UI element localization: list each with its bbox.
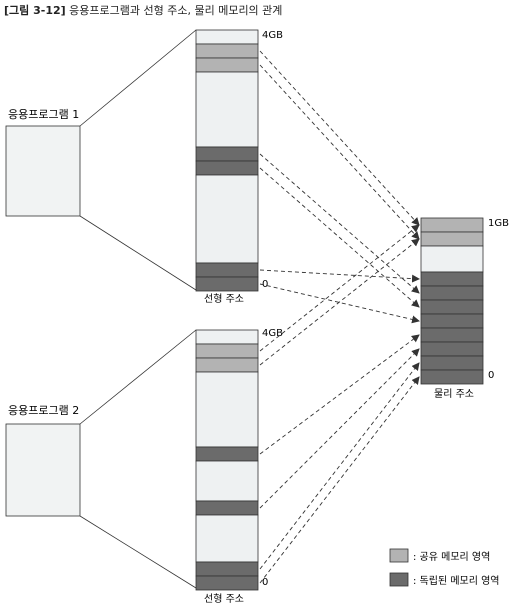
- app2-private-arrow: [259, 334, 420, 455]
- app2-projection-top: [79, 329, 197, 425]
- app1-projection-bottom: [79, 215, 197, 291]
- legend-shared-label: : 공유 메모리 영역: [413, 551, 490, 563]
- app2-private-arrow: [259, 348, 420, 509]
- app1-block-private: [195, 262, 259, 278]
- app2-top-label: 4GB: [262, 328, 283, 339]
- phys-block-private: [420, 369, 484, 385]
- physical-group: 1GB 0 물리 주소: [420, 217, 509, 400]
- app1-block-private: [195, 276, 259, 292]
- app1-private-arrow: [259, 283, 420, 324]
- app1-block-free: [195, 29, 259, 45]
- app1-group: 응용프로그램 1 4GB 0 선형 주소: [5, 29, 283, 305]
- app1-shared-arrow: [259, 64, 420, 240]
- app2-linear-address-column: [195, 329, 259, 591]
- app2-private-arrow: [259, 362, 420, 570]
- app1-block-free: [195, 174, 259, 264]
- physical-address-column: [420, 217, 484, 385]
- mapping-arrows: [259, 50, 420, 584]
- legend-private-swatch: [389, 572, 409, 587]
- phys-block-private: [420, 271, 484, 287]
- app1-block-free: [195, 71, 259, 148]
- legend-shared-swatch: [389, 548, 409, 563]
- app2-private-arrow: [259, 376, 420, 584]
- app2-shared-arrow: [259, 238, 420, 366]
- physical-column-caption: 물리 주소: [434, 388, 474, 400]
- app2-column-caption: 선형 주소: [204, 593, 244, 605]
- figure-caption: [그림 3-12] 응용프로그램과 선형 주소, 물리 메모리의 관계: [4, 2, 282, 18]
- app1-column-caption: 선형 주소: [204, 293, 244, 305]
- app1-projection-top: [79, 29, 197, 127]
- app1-block-private: [195, 160, 259, 176]
- legend-private-label: : 독립된 메모리 영역: [413, 574, 500, 587]
- phys-block-shared: [420, 231, 484, 247]
- app1-private-arrow: [259, 269, 420, 283]
- app2-block-free: [195, 460, 259, 502]
- app1-block-shared: [195, 43, 259, 59]
- phys-block-shared: [420, 217, 484, 233]
- physical-bottom-label: 0: [488, 370, 494, 381]
- phys-block-private: [420, 313, 484, 329]
- app1-top-label: 4GB: [262, 30, 283, 41]
- app2-block-private: [195, 561, 259, 577]
- app2-block-private: [195, 446, 259, 462]
- figure-number: [그림 3-12]: [4, 4, 66, 17]
- app1-private-arrow: [259, 153, 420, 294]
- app2-block-shared: [195, 357, 259, 373]
- phys-block-private: [420, 355, 484, 371]
- app2-projection-bottom: [79, 515, 197, 589]
- phys-block-private: [420, 285, 484, 301]
- app1-label: 응용프로그램 1: [8, 108, 79, 121]
- app1-shared-arrow: [259, 50, 420, 226]
- app2-block-private: [195, 575, 259, 591]
- legend: : 공유 메모리 영역 : 독립된 메모리 영역: [389, 548, 500, 587]
- app2-box: [5, 423, 81, 517]
- app1-box: [5, 125, 81, 217]
- physical-top-label: 1GB: [488, 218, 509, 229]
- app1-private-arrow: [259, 167, 420, 308]
- app1-linear-address-column: [195, 29, 259, 292]
- app2-block-private: [195, 500, 259, 516]
- app2-bottom-label: 0: [262, 577, 268, 588]
- app2-group: 응용프로그램 2 4GB 0 선형 주소: [5, 328, 283, 605]
- phys-block-free: [420, 245, 484, 273]
- phys-block-private: [420, 341, 484, 357]
- app1-block-private: [195, 146, 259, 162]
- figure-title: 응용프로그램과 선형 주소, 물리 메모리의 관계: [69, 4, 283, 17]
- app1-bottom-label: 0: [262, 279, 268, 290]
- phys-block-private: [420, 327, 484, 343]
- app2-shared-arrow: [259, 224, 420, 352]
- app2-label: 응용프로그램 2: [8, 404, 79, 417]
- app2-block-free: [195, 329, 259, 345]
- app2-block-free: [195, 514, 259, 563]
- app2-block-free: [195, 371, 259, 448]
- phys-block-private: [420, 299, 484, 315]
- app2-block-shared: [195, 343, 259, 359]
- app1-block-shared: [195, 57, 259, 73]
